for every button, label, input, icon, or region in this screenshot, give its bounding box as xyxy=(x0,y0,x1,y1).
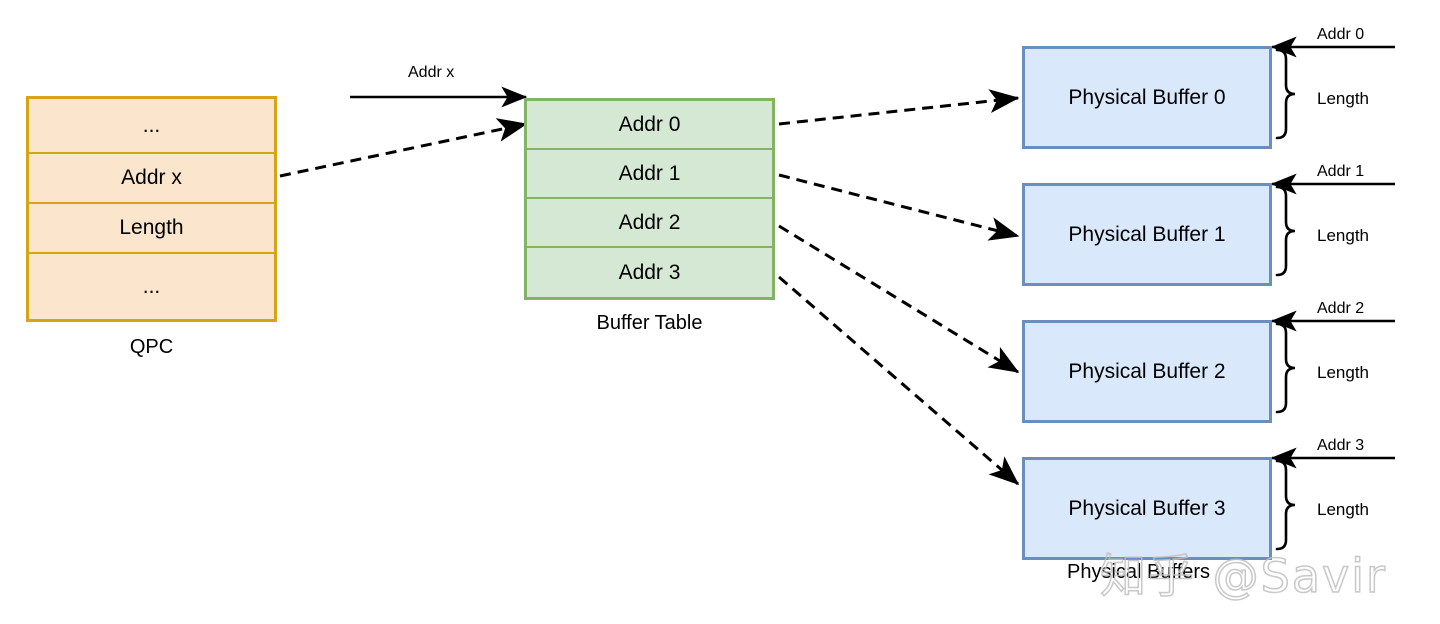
qpc-row-ellipsis-bottom: ... xyxy=(29,254,274,319)
physical-buffer-0-addr-label: Addr 0 xyxy=(1317,26,1365,43)
physical-buffers-caption: Physical Buffers xyxy=(1067,561,1211,583)
qpc-row-length: Length xyxy=(29,204,274,254)
length-brace-2 xyxy=(1275,322,1296,414)
qpc-row-label: Length xyxy=(119,216,184,239)
buffer-table-row-addr-0: Addr 0 xyxy=(527,101,772,150)
physical-buffer-label: Physical Buffer 2 xyxy=(1068,359,1226,383)
buffer-table-row-label: Addr 0 xyxy=(618,112,681,136)
buffer-table-caption: Buffer Table xyxy=(596,312,703,334)
qpc-row-label: ... xyxy=(142,274,161,298)
buffer-table-row-addr-1: Addr 1 xyxy=(527,150,772,199)
length-brace-3 xyxy=(1275,459,1296,551)
qpc-row-ellipsis-top: ... xyxy=(29,99,274,154)
buffer-table-row-addr-2: Addr 2 xyxy=(527,199,772,248)
physical-buffer-1-addr-label: Addr 1 xyxy=(1317,163,1365,180)
physical-buffer-3: Physical Buffer 3 xyxy=(1022,457,1272,560)
buffer-table-row-label: Addr 1 xyxy=(618,161,681,185)
arrow-addr2-to-physical-buffer-2 xyxy=(778,224,1020,374)
physical-buffer-label: Physical Buffer 1 xyxy=(1068,222,1226,246)
length-brace-1 xyxy=(1275,185,1296,277)
physical-buffer-3-length-label: Length xyxy=(1317,500,1369,519)
physical-buffer-2: Physical Buffer 2 xyxy=(1022,320,1272,423)
edge-label-addr-x: Addr x xyxy=(408,64,455,81)
buffer-table-row-label: Addr 2 xyxy=(618,210,681,234)
arrow-qpc-to-buffer-table xyxy=(279,118,528,178)
physical-buffer-2-length-label: Length xyxy=(1317,363,1369,382)
qpc-caption: QPC xyxy=(129,336,174,358)
physical-buffer-3-addr-label: Addr 3 xyxy=(1317,437,1365,454)
qpc-table: ... Addr x Length ... xyxy=(26,96,277,322)
qpc-row-label: ... xyxy=(142,113,161,137)
physical-buffer-label: Physical Buffer 0 xyxy=(1068,85,1226,109)
arrow-addr0-to-physical-buffer-0 xyxy=(778,89,1020,126)
qpc-row-addr-x: Addr x xyxy=(29,154,274,204)
physical-buffer-2-addr-label: Addr 2 xyxy=(1317,300,1365,317)
physical-buffer-0-length-label: Length xyxy=(1317,89,1369,108)
length-brace-0 xyxy=(1275,48,1296,140)
buffer-table-row-label: Addr 3 xyxy=(618,260,681,284)
physical-buffer-label: Physical Buffer 3 xyxy=(1068,496,1226,520)
physical-buffer-1-length-label: Length xyxy=(1317,226,1369,245)
arrow-addr1-to-physical-buffer-1 xyxy=(778,173,1020,241)
buffer-table: Addr 0 Addr 1 Addr 2 Addr 3 xyxy=(524,98,775,300)
qpc-row-label: Addr x xyxy=(121,166,182,189)
arrow-addr3-to-physical-buffer-3 xyxy=(778,275,1020,486)
physical-buffer-0: Physical Buffer 0 xyxy=(1022,46,1272,149)
buffer-table-row-addr-3: Addr 3 xyxy=(527,248,772,297)
physical-buffer-1: Physical Buffer 1 xyxy=(1022,183,1272,286)
